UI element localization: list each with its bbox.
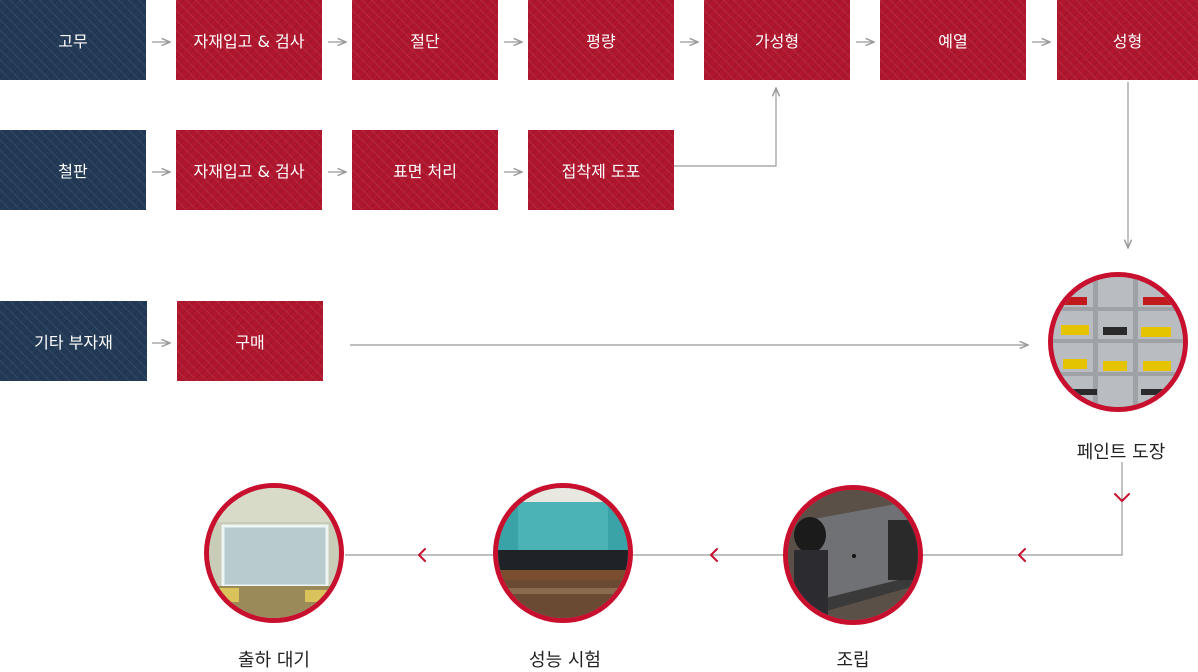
chevron-left-icon: [1018, 548, 1026, 562]
step-label: 절단: [410, 32, 440, 51]
stage-test-label: 성능 시험: [529, 650, 601, 671]
step-preheating: 예열: [880, 0, 1026, 80]
step-steel-inspection: 자재입고 & 검사: [176, 130, 322, 210]
paint-photo: [1048, 272, 1188, 412]
stage-shipping-label: 출하 대기: [238, 650, 310, 671]
chevron-left-icon: [710, 548, 718, 562]
step-label: 성형: [1112, 32, 1143, 51]
step-rubber-inspection: 자재입고 & 검사: [176, 0, 322, 80]
step-adhesive: 접착제 도포: [528, 130, 674, 210]
step-label: 가성형: [754, 32, 800, 51]
source-label: 철판: [58, 162, 88, 181]
step-label: 표면 처리: [393, 162, 457, 181]
source-other: 기타 부자재: [0, 301, 147, 381]
step-label: 자재입고 & 검사: [193, 162, 305, 181]
step-label: 평량: [586, 32, 616, 51]
step-weighing: 평량: [528, 0, 674, 80]
return-line: [345, 462, 1123, 556]
step-molding: 성형: [1057, 0, 1198, 80]
step-cutting: 절단: [352, 0, 498, 80]
source-label: 기타 부자재: [34, 333, 113, 352]
stage-paint-label: 페인트 도장: [1076, 442, 1166, 463]
chevron-down-icon: [1114, 493, 1130, 502]
chevron-left-icon: [418, 548, 426, 562]
source-rubber: 고무: [0, 0, 146, 80]
step-label: 구매: [235, 333, 265, 352]
source-steel: 철판: [0, 130, 146, 210]
step-purchase: 구매: [177, 301, 323, 381]
test-photo: [493, 483, 633, 623]
assembly-photo: [783, 485, 923, 625]
step-surface-treatment: 표면 처리: [352, 130, 498, 210]
step-preforming: 가성형: [704, 0, 850, 80]
step-label: 접착제 도포: [561, 162, 641, 181]
step-label: 예열: [938, 32, 968, 51]
source-label: 고무: [58, 32, 88, 51]
arrow-adhesive-to-preform: [674, 88, 776, 167]
shipping-photo: [204, 483, 344, 623]
stage-assembly-label: 조립: [836, 650, 870, 671]
step-label: 자재입고 & 검사: [193, 32, 305, 51]
